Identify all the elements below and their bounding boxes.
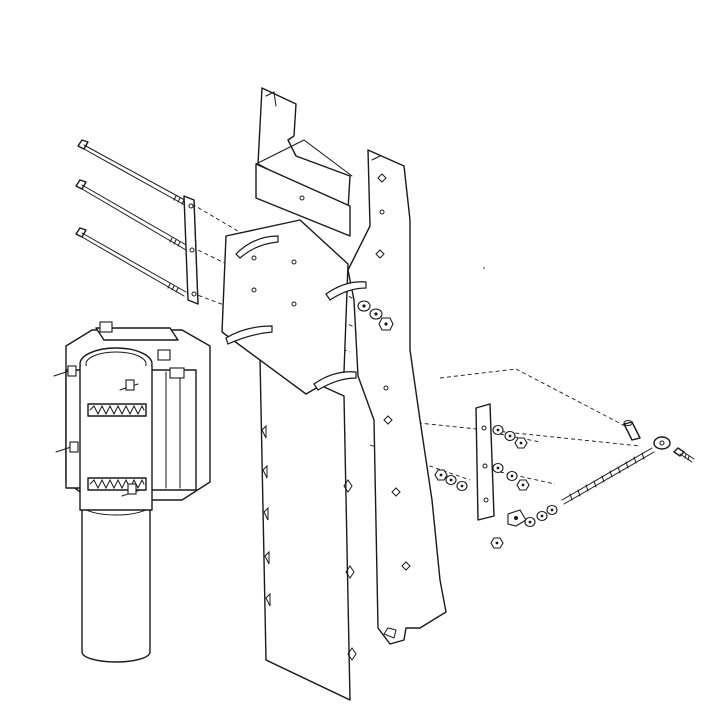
pipe-clamp-assembly [53, 321, 211, 511]
clamp-studs [53, 365, 141, 497]
hardware-row-upper [492, 424, 528, 449]
rod-threads [569, 452, 645, 501]
mounting-bracket-body [221, 87, 357, 701]
small-brace-plate [475, 403, 495, 521]
hardware-row-left [434, 469, 468, 492]
clamp-backing-plate [183, 195, 199, 305]
washers-and-nuts [434, 424, 558, 549]
long-bolt-2 [75, 179, 189, 251]
long-bolt-1 [77, 139, 193, 209]
hardware-row-lower [490, 504, 558, 549]
small-bolt [673, 447, 695, 463]
bracket-hardware [357, 300, 394, 331]
threaded-brace-rod [561, 420, 671, 505]
mast-pipe [81, 504, 151, 663]
side-gusset-plate [313, 149, 447, 645]
hardware-row-middle [492, 462, 530, 491]
stray-mark [483, 267, 485, 269]
long-bolt-3 [75, 227, 187, 297]
long-bolts [75, 139, 193, 297]
